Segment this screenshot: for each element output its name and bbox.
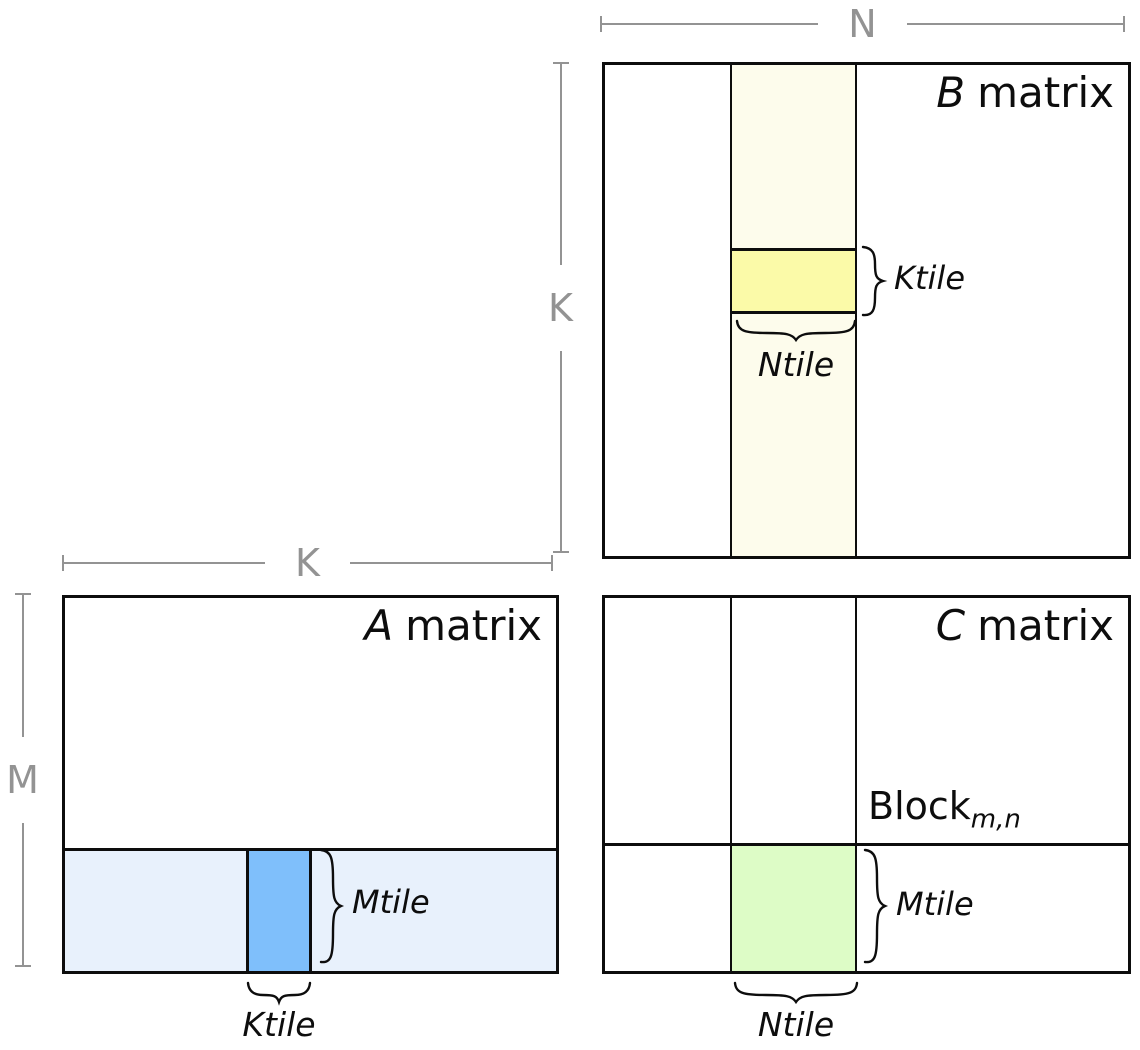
k-dimension-label-vertical: K	[548, 285, 573, 330]
c-block-annotation-word: Block	[868, 784, 971, 828]
dimension-line-segment	[559, 64, 562, 265]
b-ntile-underbrace-icon	[735, 319, 857, 343]
c-ntile-label: Ntile	[757, 1005, 835, 1044]
k-dimension-indicator-horizontal: K	[62, 541, 554, 585]
k-dimension-label-horizontal: K	[295, 541, 320, 585]
dimension-tick	[14, 965, 31, 967]
n-dimension-label: N	[848, 2, 877, 46]
c-ntile-underbrace-icon	[733, 981, 859, 1005]
c-block-annotation-subscript: m,n	[970, 804, 1021, 835]
dimension-line-segment	[64, 562, 266, 564]
b-ntile-label: Ntile	[757, 345, 835, 384]
dimension-tick	[600, 16, 602, 32]
c-matrix-title-letter: C	[935, 601, 966, 650]
b-ktile-label: Ktile	[894, 259, 965, 297]
k-dimension-indicator-vertical: K	[546, 62, 575, 553]
c-block-grid-line-right	[855, 598, 857, 971]
dimension-tick	[14, 593, 31, 595]
dimension-line-segment	[559, 350, 562, 551]
c-matrix-title-word: matrix	[977, 601, 1114, 650]
dimension-tick	[552, 62, 569, 64]
a-mtile-label: Mtile	[352, 883, 430, 921]
b-ktile-brace-icon	[861, 245, 888, 317]
c-result-tile	[730, 843, 857, 971]
c-block-grid-line-left	[730, 598, 732, 971]
c-mtile-label: Mtile	[896, 885, 974, 923]
a-ktile-label: Ktile	[242, 1005, 316, 1044]
dimension-line-segment	[21, 595, 24, 737]
b-matrix-title-letter: B	[936, 68, 966, 117]
dimension-tick	[551, 555, 554, 571]
a-ktile-underbrace-icon	[246, 981, 312, 1006]
dimension-line-segment	[21, 823, 24, 965]
dimension-line-segment	[602, 23, 819, 25]
n-dimension-indicator: N	[600, 2, 1125, 46]
c-block-grid-line-horizontal	[605, 843, 1128, 846]
b-ktile-tile	[730, 248, 857, 314]
dimension-line-segment	[349, 562, 552, 564]
a-matrix-title-letter: A	[364, 601, 394, 650]
a-ktile-tile	[246, 848, 312, 971]
b-matrix-title-word: matrix	[977, 68, 1114, 117]
dimension-tick	[62, 555, 64, 571]
c-block-annotation: Blockm,n	[868, 784, 1021, 835]
c-mtile-brace-icon	[863, 848, 889, 964]
a-mtile-brace-icon	[319, 848, 345, 964]
dimension-line-segment	[906, 23, 1123, 25]
m-dimension-label: M	[6, 758, 39, 802]
a-matrix-title-word: matrix	[405, 601, 542, 650]
m-dimension-indicator: M	[6, 593, 39, 967]
dimension-tick	[1123, 16, 1125, 32]
dimension-tick	[552, 551, 569, 553]
